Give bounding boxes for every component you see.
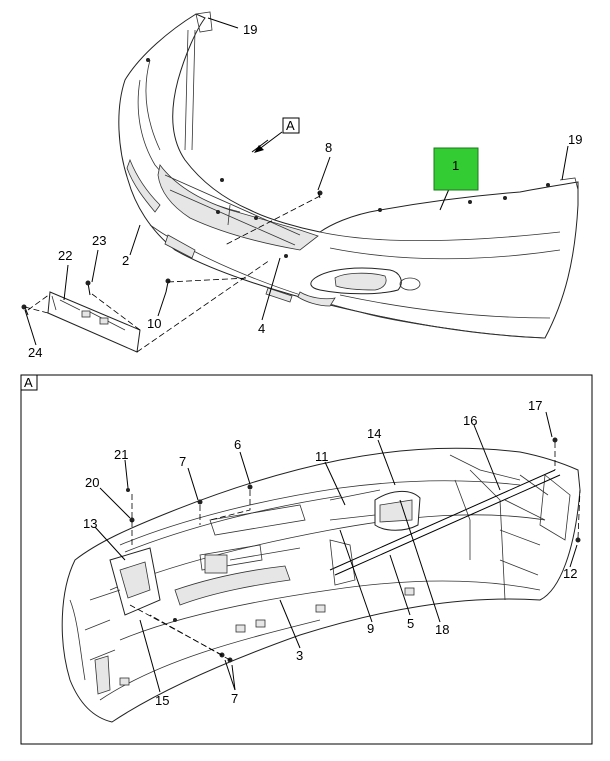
callout-7-lower: 7 <box>231 691 238 706</box>
view-a-arrow <box>254 131 283 153</box>
callout-17: 17 <box>528 398 542 413</box>
callout-20: 20 <box>85 475 99 490</box>
detail-callout-labels: 17 16 14 6 11 7 21 20 13 12 5 9 18 3 7 1… <box>83 398 577 708</box>
callout-18: 18 <box>435 622 449 637</box>
callout-1: 1 <box>452 158 459 173</box>
top-fasteners <box>21 191 321 316</box>
callout-19-right: 19 <box>568 132 582 147</box>
callout-23: 23 <box>92 233 106 248</box>
callout-9: 9 <box>367 621 374 636</box>
callout-19-top: 19 <box>243 22 257 37</box>
view-a-marker-label: A <box>286 118 295 133</box>
callout-11: 11 <box>315 449 329 464</box>
callout-5: 5 <box>407 616 414 631</box>
detail-view-frame <box>20 374 593 745</box>
callout-15: 15 <box>155 693 169 708</box>
callout-24: 24 <box>28 345 42 360</box>
view-a-marker-box <box>282 117 300 134</box>
callout-13: 13 <box>83 516 97 531</box>
callout-3: 3 <box>296 648 303 663</box>
callout-2: 2 <box>122 253 129 268</box>
detail-assembly-lines <box>129 442 581 661</box>
license-plate-bracket <box>47 291 141 353</box>
callout-8: 8 <box>325 140 332 155</box>
bumper-assembly-drawing <box>118 11 579 339</box>
highlight-callout-box <box>433 147 479 191</box>
detail-view-title-box <box>20 374 38 391</box>
top-assembly-lines <box>24 195 321 353</box>
bumper-rear-drawing <box>61 437 581 723</box>
callout-7-upper: 7 <box>179 454 186 469</box>
detail-leader-lines <box>94 411 578 693</box>
callout-21: 21 <box>114 447 128 462</box>
callout-22: 22 <box>58 248 72 263</box>
detail-view-title: A <box>24 375 33 390</box>
callout-16: 16 <box>463 413 477 428</box>
callout-12: 12 <box>563 566 577 581</box>
callout-4: 4 <box>258 321 265 336</box>
callout-6: 6 <box>234 437 241 452</box>
callout-10: 10 <box>147 316 161 331</box>
top-callout-labels: 19 A 8 19 1 23 22 2 10 4 24 <box>28 22 582 360</box>
callout-14: 14 <box>367 426 381 441</box>
